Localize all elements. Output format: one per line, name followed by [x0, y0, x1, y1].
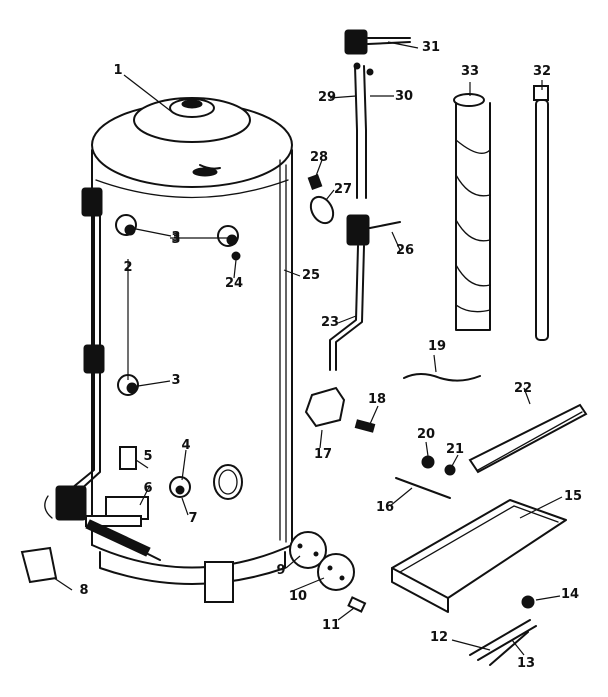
label-part-16: 16 [375, 500, 395, 515]
label-part-26: 26 [395, 243, 415, 258]
pilot-bracket-parts [395, 455, 456, 499]
label-part-18: 18 [367, 392, 387, 407]
label-part-23: 23 [320, 315, 340, 330]
burner-tray-part-15 [391, 499, 567, 613]
label-part-29: 29 [317, 90, 337, 105]
label-part-27: 27 [333, 182, 353, 197]
label-part-7: 7 [188, 511, 198, 526]
label-part-6: 6 [143, 481, 153, 496]
anode-rod-part-32 [533, 85, 549, 341]
label-part-14: 14 [560, 587, 580, 602]
label-part-11: 11 [321, 618, 341, 633]
label-part-9: 9 [276, 563, 286, 578]
label-part-31: 31 [421, 40, 441, 55]
label-part-21: 21 [445, 442, 465, 457]
flue-baffle-part-33 [453, 93, 491, 331]
label-part-17: 17 [313, 447, 333, 462]
label-part-10: 10 [288, 589, 308, 604]
label-part-3-right: 3 [171, 232, 181, 247]
label-part-28: 28 [309, 150, 329, 165]
access-cover-part-8 [20, 546, 58, 584]
label-part-24: 24 [224, 276, 244, 291]
label-part-19: 19 [427, 339, 447, 354]
label-part-4: 4 [181, 438, 191, 453]
label-part-20: 20 [416, 427, 436, 442]
label-part-25: 25 [301, 268, 321, 283]
label-part-22: 22 [513, 381, 533, 396]
label-part-5: 5 [143, 449, 153, 464]
main-burner-part-22 [468, 403, 588, 474]
control-tubing [329, 29, 411, 371]
label-part-32: 32 [532, 64, 552, 79]
label-part-13: 13 [516, 656, 536, 671]
label-part-8: 8 [79, 583, 89, 598]
label-part-12: 12 [429, 630, 449, 645]
relief-piping [71, 187, 105, 493]
leader-lines [53, 41, 563, 656]
label-part-2: 2 [123, 260, 133, 275]
label-part-33: 33 [460, 64, 480, 79]
fittings-27-28 [307, 174, 335, 225]
label-part-30: 30 [394, 89, 414, 104]
label-part-15: 15 [563, 489, 583, 504]
label-part-3-upper: 3 [171, 230, 181, 245]
pilot-tube-part-19 [403, 373, 481, 382]
label-part-1: 1 [113, 63, 123, 78]
label-part-3-lower: 3 [171, 373, 181, 388]
water-heater-tank [91, 97, 293, 603]
gas-control-valve [44, 485, 161, 561]
burner-valve-parts [304, 386, 376, 433]
manifold-parts [469, 595, 537, 666]
inner-door-parts [289, 531, 367, 613]
